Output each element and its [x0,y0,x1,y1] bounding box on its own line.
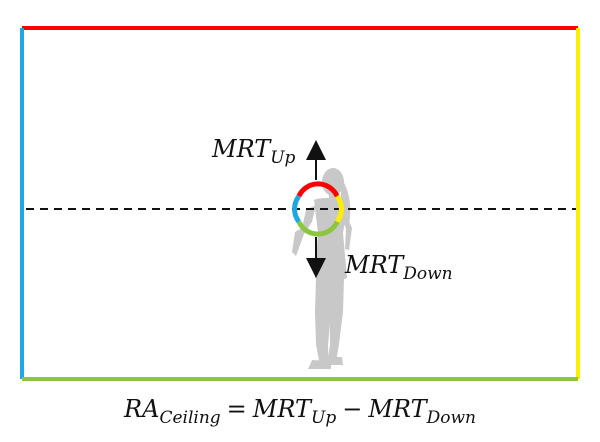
sensor-arc-right [335,194,344,224]
sensor-circle [292,181,344,237]
equation: RACeiling=MRTUp−MRTDown [123,395,476,428]
sensor-arc-bottom [296,220,340,237]
mrt-down-label: MRTDown [344,251,453,284]
sensor-arc-top [296,181,340,198]
person-silhouette [292,168,352,369]
sensor-arc-left [292,194,301,224]
mrt-up-label: MRTUp [211,135,296,168]
